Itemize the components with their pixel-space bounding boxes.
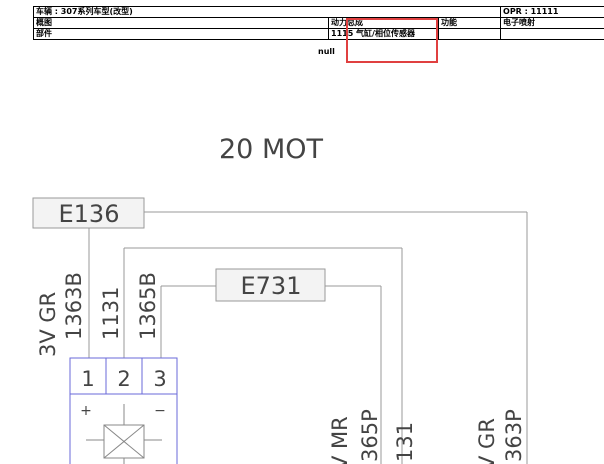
highlight-box: [346, 18, 438, 63]
wire-label-v-gr: V GR: [475, 418, 499, 464]
pin-3-label: 3: [153, 367, 166, 391]
wire-label-v-mr: V MR: [328, 416, 352, 464]
wire-label-1365b: 1365B: [136, 272, 160, 340]
diagram-title: 20 MOT: [219, 134, 323, 165]
part-value-cell: 1115 气缸/相位传感器: [328, 28, 439, 40]
header-table: 车辆 : 307系列车型(改型) OPR : 11111 概图 动力总成 功能 …: [32, 6, 604, 40]
pin-2-label: 2: [117, 367, 130, 391]
wire-label-131: 131: [393, 422, 417, 462]
wire-label-365p: 365P: [358, 409, 382, 462]
wire-label-1131: 1131: [99, 287, 123, 340]
e731-label: E731: [241, 272, 302, 300]
minus-sign: −: [154, 403, 166, 419]
e731-box: [215, 268, 326, 302]
connector-box: [69, 357, 178, 395]
e136-box: [32, 197, 145, 229]
null-label: null: [318, 47, 335, 56]
wire-label-1363b: 1363B: [62, 272, 86, 340]
e136-label: E136: [59, 200, 120, 228]
wire-label-363p: 363P: [502, 409, 526, 462]
pin-1-label: 1: [81, 367, 94, 391]
sensor-element-diag-2: [103, 424, 145, 459]
plus-sign: +: [80, 403, 92, 419]
empty-cell: [437, 28, 502, 40]
wire-label-3v-gr: 3V GR: [36, 292, 60, 357]
part-cell: 部件: [33, 28, 329, 40]
